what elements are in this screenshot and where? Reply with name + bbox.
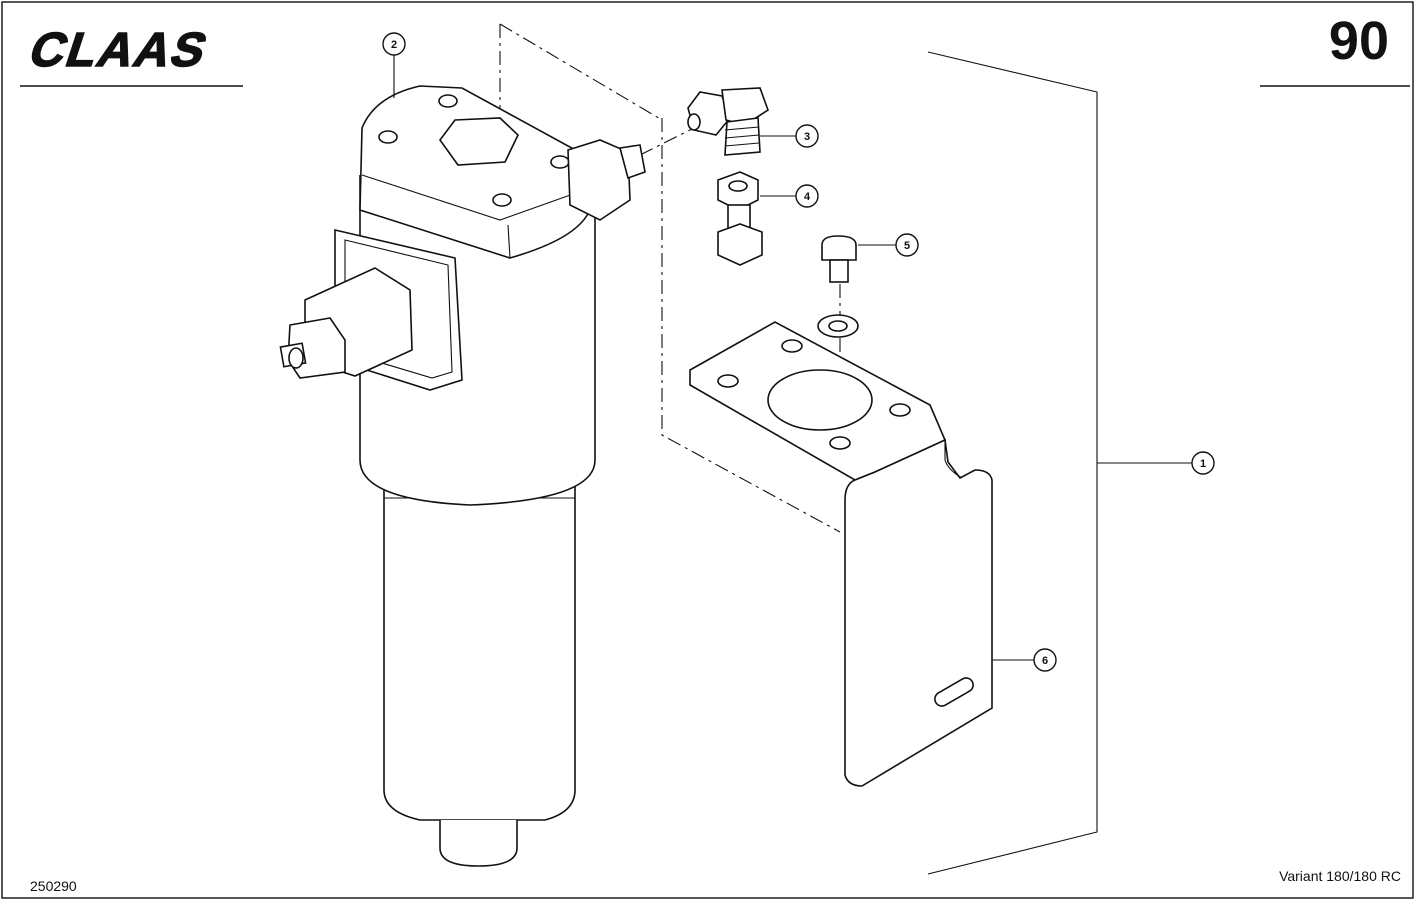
centerline-right-drop [661,118,841,533]
bracket-vertical-plate [844,438,993,787]
elbow-fitting [687,87,769,156]
callout-3: 3 [795,124,819,148]
hydraulic-filter [279,85,646,867]
model-name: Variant 180/180 RC [1279,868,1401,884]
callout-5: 5 [895,233,919,257]
svg-text:4: 4 [804,191,811,203]
centerline-fitting [639,124,701,156]
page-number: 90 [1328,11,1389,71]
filter-canister [383,479,576,821]
centerline-upper [499,23,663,121]
mounting-bracket [689,321,993,787]
pipe-connector [717,171,763,266]
svg-text:2: 2 [391,39,397,51]
head-hex-plug [439,117,519,166]
assembly-bracket [927,51,1098,875]
svg-text:6: 6 [1042,655,1048,667]
svg-text:5: 5 [904,240,910,252]
callout-6: 6 [1033,648,1057,672]
svg-text:1: 1 [1200,458,1206,470]
brand-logo-text: CLAAS [23,23,216,77]
filter-bottom-cap [439,820,518,867]
callout-1: 1 [1191,451,1215,475]
bracket-slot [934,677,974,707]
callout-2: 2 [382,32,406,56]
callout-4: 4 [795,184,819,208]
svg-text:3: 3 [804,131,810,143]
drawing-number: 250290 [30,878,77,894]
bolt-and-washer [817,235,859,338]
head-port-fitting [567,139,631,221]
claas-logo: CLAAS [22,22,216,77]
